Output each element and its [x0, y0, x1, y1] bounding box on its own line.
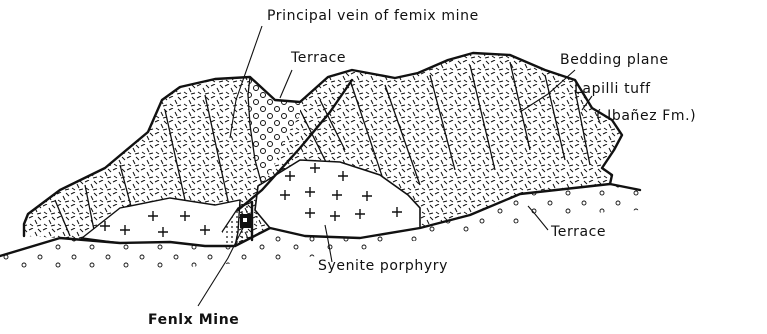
label-principal-vein: Principal vein of femix mine: [267, 8, 479, 24]
label-bedding-plane: Bedding plane: [560, 52, 669, 68]
label-fenix-mine: Fenlx Mine: [148, 312, 239, 328]
label-ibanez-fm: ( Ibañez Fm.): [596, 108, 696, 124]
label-syenite-porphyry: Syenite porphyry: [318, 258, 448, 274]
leader-terrace-top: [280, 70, 292, 98]
label-terrace-right: Terrace: [550, 224, 606, 240]
label-terrace-top: Terrace: [290, 50, 346, 66]
label-lapilli-tuff: Lapilli tuff: [574, 81, 651, 97]
mine-adit: [240, 214, 252, 228]
